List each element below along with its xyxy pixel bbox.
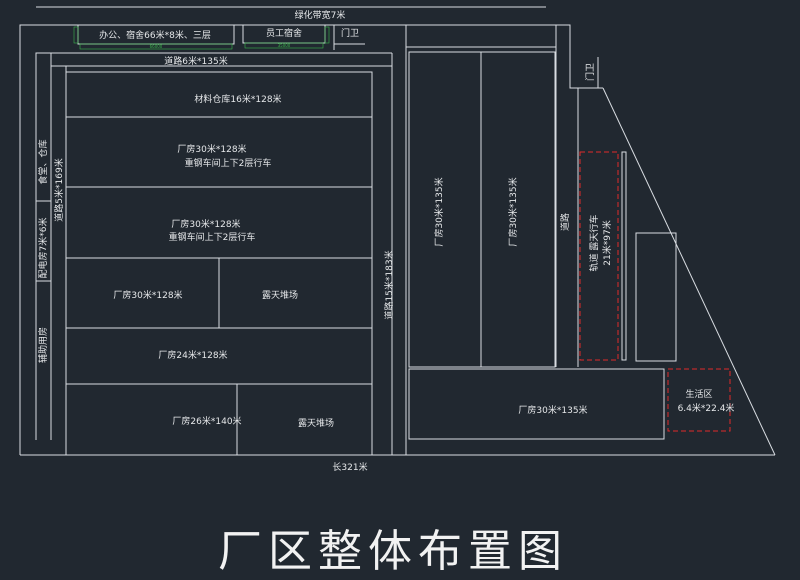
small-structure [635, 232, 677, 362]
canteen-label: 食堂、仓库 [37, 139, 49, 184]
site-boundary-left [19, 24, 599, 455]
road-right-label: 道路 [559, 213, 571, 231]
road-top-label: 道路6米*135米 [164, 55, 227, 67]
workshop7-label: 厂房30米*135米 [507, 177, 519, 246]
road-left-label: 道路5米*169米 [53, 158, 65, 221]
staff-dim-side [324, 26, 330, 44]
workshop2-label-b: 重钢车间上下2层行车 [169, 231, 256, 243]
workshop3-label: 厂房30米*128米 [113, 289, 182, 301]
workshop8-label: 厂房30米*135米 [518, 404, 587, 416]
workshop1-label-a: 厂房30米*128米 [177, 143, 246, 155]
crane-track-rail [621, 151, 627, 361]
living-label-b: 6.4米*22.4米 [678, 402, 735, 414]
crane-track-outline [579, 151, 619, 361]
length-label: 长321米 [332, 461, 367, 473]
page-title: 厂区整体布置图 [218, 526, 568, 577]
power-room [35, 200, 52, 282]
right-workshop-block [408, 51, 556, 368]
office-dim-box [79, 43, 233, 50]
yard2-label: 露天堆场 [298, 418, 334, 429]
crane-label-a: 轨道 露天行车 [588, 215, 600, 272]
workshop6-label: 厂房30米*135米 [433, 177, 445, 246]
office-dim-text: 66000 [150, 44, 163, 49]
workshop5-label: 厂房26米*140米 [172, 415, 241, 427]
living-label-a: 生活区 [685, 388, 712, 400]
main-left-block [65, 71, 373, 456]
material-store-label: 材料仓库16米*128米 [194, 93, 281, 105]
road-mid-label: 道路15米*183米 [383, 250, 395, 319]
workshop2-label-a: 厂房30米*128米 [171, 218, 240, 230]
workshop1-label-b: 重钢车间上下2层行车 [185, 157, 272, 169]
staff-dim-text: 35000 [278, 43, 291, 48]
green-belt-label: 绿化带宽7米 [295, 9, 346, 21]
gate-top-label: 门卫 [341, 27, 359, 39]
workshop8-building [408, 368, 665, 440]
workshop4-label: 厂房24米*128米 [158, 349, 227, 361]
power-room-label: 配电房7米*6米 [37, 218, 49, 279]
aux-room-label: 辅助用房 [37, 327, 49, 363]
office-dim-side [73, 26, 79, 44]
site-boundary-diagonal [602, 87, 776, 456]
gate-right-label: 门卫 [584, 63, 596, 81]
office-label: 办公、宿舍66米*8米、三层 [99, 29, 211, 41]
yard1-label: 露天堆场 [262, 290, 298, 301]
crane-label-b: 21米*97米 [601, 220, 613, 265]
staff-dim-box [244, 42, 324, 49]
living-area [667, 368, 731, 432]
staff-dorm-label: 员工宿舍 [266, 27, 302, 39]
